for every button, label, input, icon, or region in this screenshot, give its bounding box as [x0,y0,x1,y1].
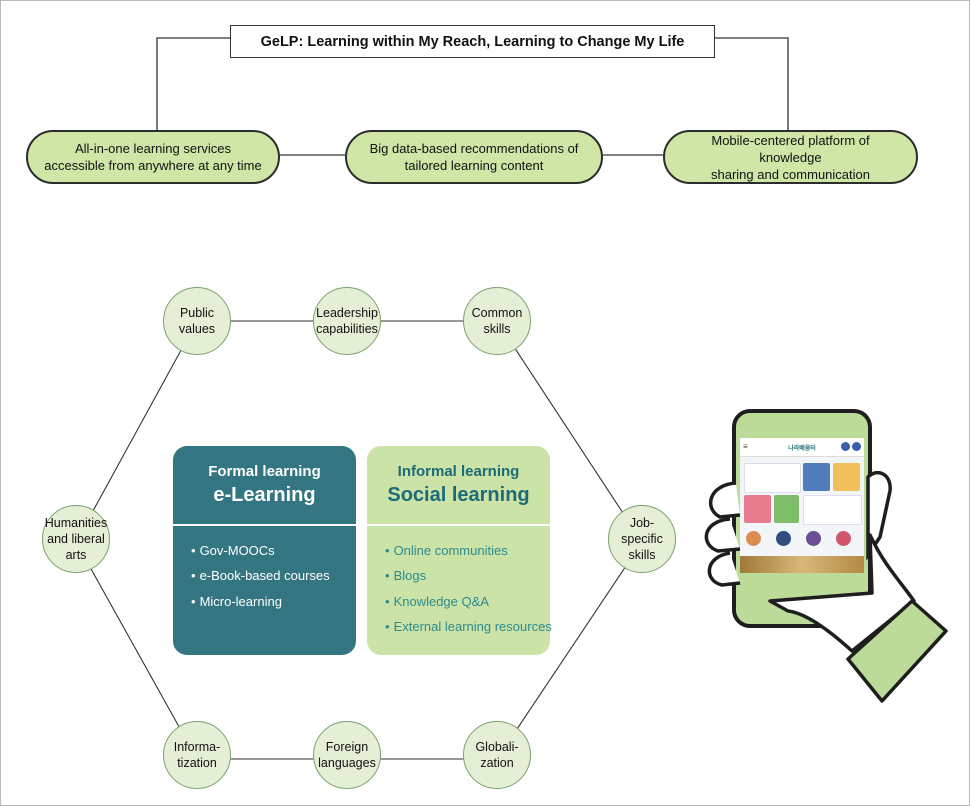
app-tile [833,463,860,491]
formal-learning-panel: Formal learning e-Learning •Gov-MOOCs •e… [173,446,356,655]
informal-items: •Online communities •Blogs •Knowledge Q&… [367,526,552,640]
informal-panel-header: Informal learning Social learning [367,446,550,524]
node-humanities: Humanities and liberal arts [42,505,110,573]
formal-subtitle: Formal learning [208,463,321,480]
formal-item: •e-Book-based courses [191,568,330,583]
node-leadership-label: Leadership capabilities [316,306,378,336]
pillar-mobile-platform-text: Mobile-centered platform of knowledge sh… [711,132,870,182]
diagram-title: GeLP: Learning within My Reach, Learning… [230,25,715,58]
formal-item: •Gov-MOOCs [191,542,275,558]
formal-title: e-Learning [213,484,316,506]
bracket-left [156,37,230,130]
formal-item-text: Micro-learning [199,593,282,609]
node-public-values: Public values [163,287,231,355]
home-icon [841,442,850,451]
node-foreign-languages: Foreign languages [313,721,381,789]
node-public-values-label: Public values [178,306,216,336]
informal-item-text: Knowledge Q&A [393,593,489,609]
node-leadership: Leadership capabilities [313,287,381,355]
pillar-anywhere: All-in-one learning services accessible … [26,130,280,184]
formal-item-text: Gov-MOOCs [199,542,275,558]
informal-item-text: Blogs [393,568,427,583]
informal-item: •Blogs [385,568,427,583]
informal-item: •Knowledge Q&A [385,593,489,609]
informal-divider [367,524,550,526]
formal-item: •Micro-learning [191,593,282,609]
app-logo: 나라배움터 [788,445,816,452]
informal-title: Social learning [387,484,530,506]
phone-illustration: ≡ 나라배움터 [700,405,960,715]
formal-divider [173,524,356,526]
node-common-skills-label: Common skills [471,306,523,336]
hand-icon [704,470,948,703]
node-job-specific-label: Job- specific skills [621,516,663,562]
informal-item-text: External learning resources [393,619,552,634]
formal-panel-header: Formal learning e-Learning [173,446,356,524]
node-common-skills: Common skills [463,287,531,355]
app-menu-grid [740,457,864,573]
app-shortcut-icon [836,531,851,546]
pillar-recommendations: Big data-based recommendations of tailor… [345,130,603,184]
hexagon-outline [75,320,643,760]
app-tile [774,495,799,523]
bracket-right [715,37,789,130]
node-globalization-label: Globali- zation [475,740,519,770]
node-humanities-label: Humanities and liberal arts [44,516,108,562]
app-tile [803,463,830,491]
informal-item-text: Online communities [393,542,508,558]
node-globalization: Globali- zation [463,721,531,789]
app-shortcut-icon [776,531,791,546]
formal-items: •Gov-MOOCs •e-Book-based courses •Micro-… [173,526,356,615]
pillar-anywhere-text: All-in-one learning services accessible … [44,141,262,173]
node-informatization-label: Informa- tization [173,740,221,770]
search-icon [852,442,861,451]
app-screen: ≡ 나라배움터 [740,438,864,573]
pillar-mobile-platform: Mobile-centered platform of knowledge sh… [663,130,918,184]
app-tile [744,495,771,523]
node-job-specific: Job- specific skills [608,505,676,573]
informal-item: •Online communities [385,542,508,558]
formal-item-text: e-Book-based courses [199,568,330,583]
app-shortcut-icon [746,531,761,546]
app-header-icons [841,442,861,451]
menu-icon: ≡ [743,442,748,451]
app-banner [740,556,864,573]
app-tile [803,495,862,525]
app-tile [744,463,801,493]
informal-subtitle: Informal learning [397,463,520,480]
pillar-recommendations-text: Big data-based recommendations of tailor… [369,141,579,173]
node-foreign-languages-label: Foreign languages [318,740,376,770]
app-shortcut-icon [806,531,821,546]
node-informatization: Informa- tization [163,721,231,789]
informal-learning-panel: Informal learning Social learning •Onlin… [367,446,552,655]
app-header: ≡ 나라배움터 [740,438,864,457]
informal-item: •External learning resources [385,619,552,634]
